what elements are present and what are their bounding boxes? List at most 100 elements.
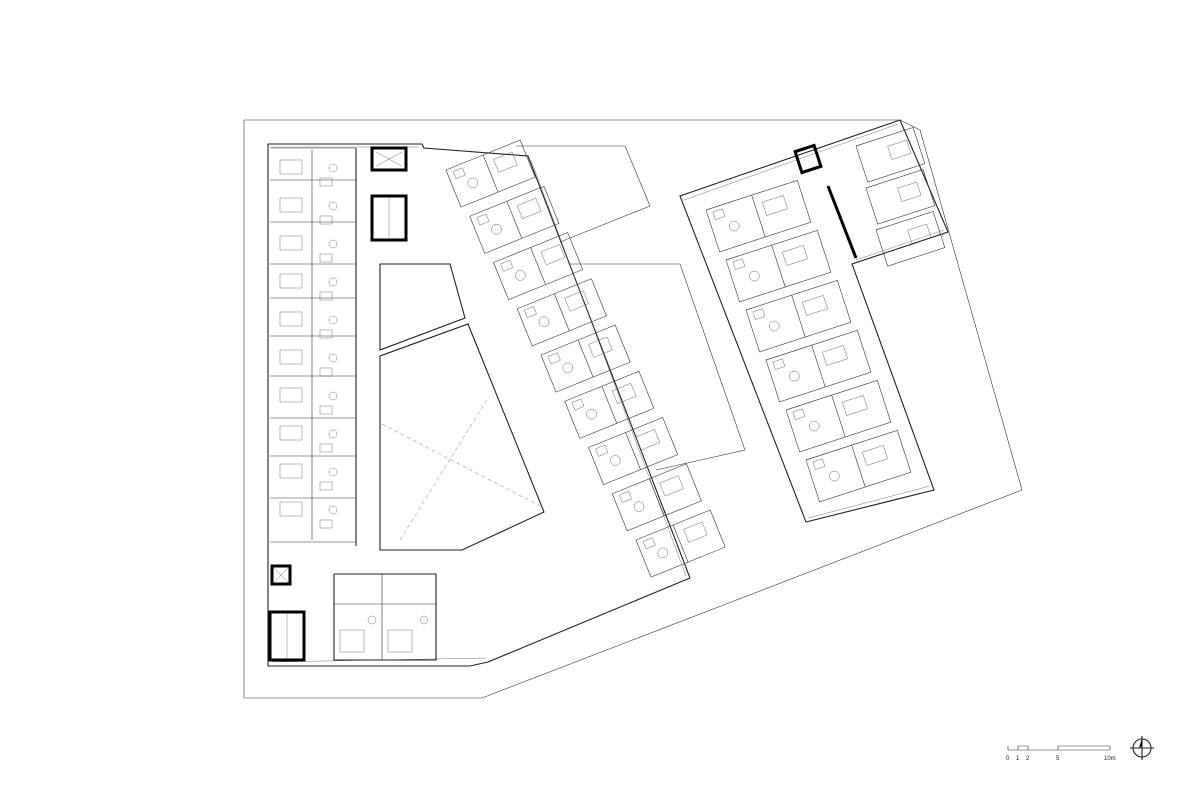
east-unit-partition <box>771 245 786 288</box>
scale-label-1: 1 <box>1016 756 1020 762</box>
scale-label-5: 5 <box>1056 756 1060 762</box>
core-south-elevator <box>270 564 292 586</box>
diag-bath <box>619 491 632 503</box>
core-north-stair <box>370 194 408 242</box>
diag-bath <box>595 444 609 457</box>
void-outline-above-2 <box>570 263 746 471</box>
scale-bar: 0 1 2 5 10m <box>1006 745 1116 762</box>
east-bed <box>842 395 868 416</box>
west-bed <box>279 463 303 479</box>
west-table <box>328 239 338 249</box>
diag-bath <box>452 167 466 180</box>
diag-table <box>586 408 597 420</box>
diag-bath <box>476 213 490 226</box>
west-bath <box>319 177 333 187</box>
diag-bed <box>635 429 661 451</box>
west-wing-units <box>270 147 357 546</box>
east-unit-partition <box>811 345 826 388</box>
diag-unit <box>493 232 584 300</box>
east-unit-north-room <box>855 127 926 183</box>
diag-bed <box>588 336 613 358</box>
west-bed <box>279 349 303 365</box>
diag-bath <box>571 398 585 411</box>
south-wing-units <box>333 573 437 661</box>
east-table <box>789 370 800 382</box>
east-bed <box>762 195 788 216</box>
east-unit <box>745 279 852 353</box>
east-bed-north <box>907 223 932 244</box>
west-table <box>328 315 338 325</box>
east-bed <box>822 345 848 366</box>
scale-label-0: 0 <box>1006 756 1010 762</box>
core-north-elevator <box>370 146 408 172</box>
west-table <box>328 201 338 211</box>
east-bed <box>802 295 828 316</box>
west-bed <box>279 425 303 441</box>
east-unit-north <box>855 127 926 183</box>
diag-bath <box>500 259 514 272</box>
building-outline-main <box>267 143 691 667</box>
east-bed-north <box>897 181 922 202</box>
elevator-x2 <box>375 151 403 167</box>
diag-table <box>491 223 502 235</box>
east-unit <box>805 429 912 503</box>
diag-table <box>538 316 550 327</box>
east-bath <box>772 358 786 370</box>
diag-bed <box>683 521 708 543</box>
diag-table <box>657 547 668 559</box>
diag-unit-partition <box>506 201 523 239</box>
west-table <box>328 353 338 363</box>
diag-bed <box>540 244 566 266</box>
west-bed <box>279 273 303 289</box>
courtyard-lower <box>379 323 545 551</box>
void-outline-above-1 <box>516 145 651 243</box>
east-unit <box>725 229 832 303</box>
west-table <box>328 467 338 477</box>
diag-unit <box>588 417 679 485</box>
scale-label-10m: 10m <box>1104 756 1116 762</box>
diag-unit-partition <box>601 386 618 424</box>
diag-unit <box>564 370 655 439</box>
west-table <box>328 277 338 287</box>
diag-table <box>633 501 645 512</box>
diag-unit <box>445 139 536 208</box>
west-bed <box>279 501 303 517</box>
building-outline-east-inner <box>683 123 945 519</box>
east-unit-north-room <box>865 169 936 225</box>
courtyard-upper <box>379 263 466 351</box>
courtyard-dashed-2 <box>399 397 489 541</box>
east-bed <box>782 245 808 266</box>
west-bath <box>319 291 333 301</box>
east-unit-partition <box>831 395 846 438</box>
east-core-elevator <box>793 143 823 175</box>
building-outline-east <box>679 119 949 523</box>
core-south-stair <box>268 610 306 662</box>
diag-table <box>467 177 478 189</box>
west-bed <box>279 197 303 213</box>
west-bath <box>319 519 333 529</box>
diag-bed <box>611 382 637 404</box>
east-unit <box>765 329 872 403</box>
west-table <box>328 429 338 439</box>
east-building-units <box>705 127 946 503</box>
diag-unit-partition <box>530 247 546 285</box>
diag-unit-partition <box>554 293 570 331</box>
diag-unit <box>635 509 726 578</box>
east-table <box>829 470 840 482</box>
diag-unit-partition <box>482 154 499 193</box>
east-unit <box>785 379 892 453</box>
diag-table <box>610 455 621 466</box>
diag-bed <box>493 151 518 173</box>
east-table <box>749 270 760 282</box>
west-table <box>328 163 338 173</box>
north-arrow-icon <box>1130 736 1154 760</box>
east-bed-north <box>887 139 912 160</box>
east-core-wall <box>826 185 858 259</box>
diag-unit-partition <box>672 524 689 563</box>
diag-table <box>515 270 526 281</box>
east-unit <box>705 179 812 253</box>
diag-unit <box>469 185 560 254</box>
diag-bath <box>642 537 656 550</box>
diag-bed <box>659 475 684 497</box>
